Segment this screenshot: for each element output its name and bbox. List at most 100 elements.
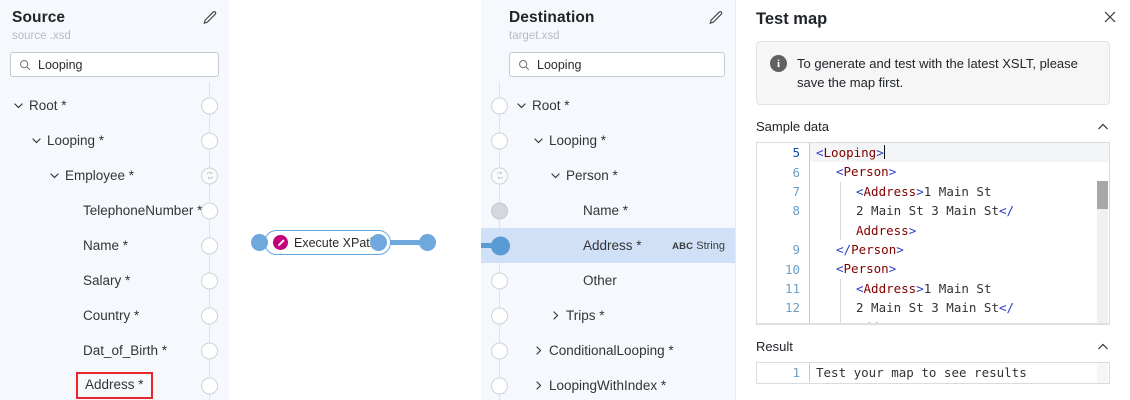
connector-dot[interactable] (201, 272, 218, 289)
source-tree-node[interactable]: Address * (0, 368, 229, 400)
destination-tree-node[interactable]: Person * (481, 158, 735, 193)
code-token: > (909, 320, 917, 324)
code-token: Address (863, 280, 917, 296)
connector-dot[interactable] (491, 342, 508, 359)
chevron-down-icon[interactable] (515, 99, 528, 112)
code-line-content: 2 Main St 3 Main St</ (809, 201, 1109, 221)
source-tree-node[interactable]: Country * (0, 298, 229, 333)
destination-node-label: Address * (583, 237, 642, 253)
source-tree-node[interactable]: TelephoneNumber * (0, 193, 229, 228)
code-token: < (836, 261, 844, 277)
destination-tree-node[interactable]: ConditionalLooping * (481, 333, 735, 368)
connector-dot[interactable] (201, 97, 218, 114)
destination-tree-node[interactable]: Looping * (481, 123, 735, 158)
code-token: </ (999, 203, 1015, 219)
destination-tree-node[interactable]: Trips * (481, 298, 735, 333)
chevron-down-icon[interactable] (549, 169, 562, 182)
source-tree-node[interactable]: Employee * (0, 158, 229, 193)
source-tree-node[interactable]: Salary * (0, 263, 229, 298)
connector-dot[interactable] (491, 272, 508, 289)
code-token: > (888, 261, 897, 277)
chevron-down-icon[interactable] (532, 134, 545, 147)
close-icon[interactable] (1102, 9, 1118, 25)
connector-dot[interactable] (201, 132, 218, 149)
connector-dot[interactable] (201, 342, 218, 359)
destination-node-label: Looping * (549, 132, 607, 148)
code-token: Test your map to see results (816, 365, 1027, 380)
code-token: 1 Main St (923, 183, 992, 199)
chevron-up-icon[interactable] (1096, 340, 1110, 354)
destination-node-label: LoopingWithIndex * (549, 377, 667, 393)
function-output-handle[interactable] (370, 234, 387, 251)
source-search-value: Looping (38, 57, 83, 72)
source-node-label: Salary * (83, 272, 131, 288)
source-tree-node[interactable]: Dat_of_Birth * (0, 333, 229, 368)
connected-connector-dot[interactable] (491, 236, 510, 255)
code-token: Address (863, 183, 917, 199)
mapping-canvas[interactable]: Execute XPath (229, 0, 481, 400)
destination-search-value: Looping (537, 57, 582, 72)
source-panel: Source source .xsd Looping Root *Looping… (0, 0, 229, 400)
destination-tree-node[interactable]: Name * (481, 193, 735, 228)
destination-tree-node[interactable]: Root * (481, 88, 735, 123)
result-label: Result (756, 339, 793, 354)
code-token: Address (856, 222, 909, 238)
type-badge-label: String (696, 239, 725, 252)
code-token: > (916, 280, 924, 296)
line-number: 6 (792, 164, 800, 180)
destination-link-handle[interactable] (419, 234, 436, 251)
search-icon (518, 59, 530, 71)
destination-tree-node[interactable]: LoopingWithIndex * (481, 368, 735, 400)
source-tree-node[interactable]: Root * (0, 88, 229, 123)
loop-connector-dot[interactable] (201, 167, 218, 184)
source-node-label: Dat_of_Birth * (83, 342, 168, 358)
code-token: Person (851, 241, 897, 257)
sample-data-label: Sample data (756, 119, 829, 134)
code-token: > (896, 241, 904, 257)
pencil-icon[interactable] (201, 9, 219, 27)
code-line: Address> (757, 317, 1109, 324)
chevron-up-icon[interactable] (1096, 120, 1110, 134)
code-token: </ (999, 300, 1015, 316)
editor-scrollbar-thumb[interactable] (1097, 181, 1108, 209)
code-token: Looping (823, 145, 877, 160)
connector-dot[interactable] (201, 307, 218, 324)
editor-scrollbar-track[interactable] (1097, 181, 1108, 324)
result-scrollbar-track[interactable] (1097, 363, 1108, 383)
pencil-icon[interactable] (707, 9, 725, 27)
source-node-label: TelephoneNumber * (83, 202, 203, 218)
code-line-content: <Person> (809, 259, 1109, 279)
code-line: 5<Looping> (757, 143, 1109, 163)
connector-dot[interactable] (491, 307, 508, 324)
connector-dot[interactable] (491, 132, 508, 149)
destination-tree-node[interactable]: Other (481, 263, 735, 298)
chevron-down-icon[interactable] (30, 134, 43, 147)
source-tree-node[interactable]: Name * (0, 228, 229, 263)
chevron-right-icon[interactable] (532, 379, 545, 392)
connector-dot[interactable] (201, 237, 218, 254)
source-search-input[interactable]: Looping (10, 52, 219, 77)
execute-xpath-node[interactable]: Execute XPath (264, 230, 391, 255)
chevron-right-icon[interactable] (549, 309, 562, 322)
xpath-function-icon (273, 235, 288, 250)
source-tree-node[interactable]: Looping * (0, 123, 229, 158)
connector-dot[interactable] (491, 97, 508, 114)
code-token: < (836, 164, 844, 180)
connector-dot[interactable] (491, 377, 508, 394)
partial-connector-dot[interactable] (491, 202, 508, 219)
connector-dot[interactable] (201, 202, 218, 219)
info-icon: i (770, 55, 787, 72)
chevron-right-icon[interactable] (532, 344, 545, 357)
chevron-down-icon[interactable] (12, 99, 25, 112)
result-section-header[interactable]: Result (756, 338, 1110, 356)
function-input-handle[interactable] (251, 234, 268, 251)
loop-connector-dot[interactable] (491, 167, 508, 184)
connector-dot[interactable] (201, 377, 218, 394)
sample-data-section-header[interactable]: Sample data (756, 118, 1110, 136)
chevron-down-icon[interactable] (48, 169, 61, 182)
destination-search-input[interactable]: Looping (509, 52, 725, 77)
